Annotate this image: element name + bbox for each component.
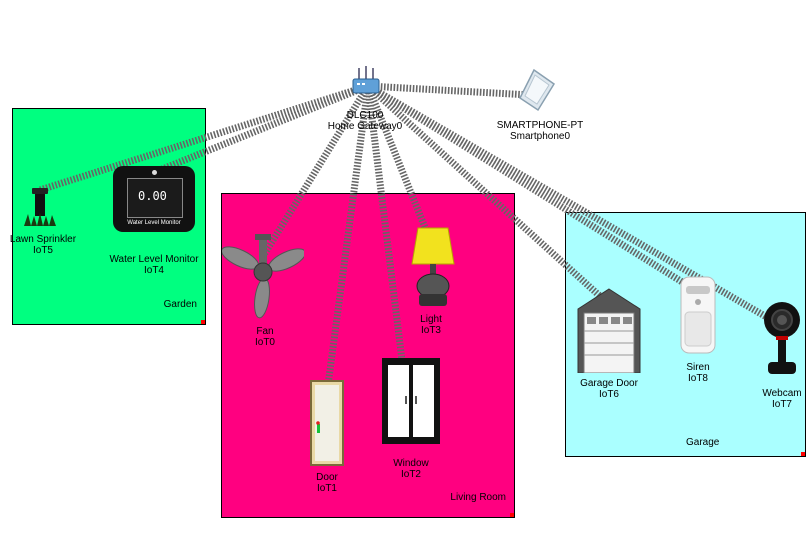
zone-living-room-label: Living Room (450, 492, 506, 503)
device-type-label: Fan (256, 326, 274, 337)
fan-icon (221, 234, 306, 319)
device-type-label: Door (316, 472, 338, 483)
smartphone[interactable] (518, 68, 558, 112)
light-label: Light IoT3 (376, 314, 486, 336)
device-type-label: Webcam (762, 388, 802, 399)
sprinkler-icon (24, 188, 56, 226)
door[interactable] (310, 380, 344, 466)
window-label: Window IoT2 (356, 458, 466, 480)
link-gateway-sprinkler (38, 82, 370, 194)
garage-door-label: Garage Door IoT6 (554, 378, 664, 400)
zone-garage-label: Garage (686, 437, 720, 448)
siren-icon (680, 276, 716, 354)
link-gateway-window (364, 85, 406, 361)
device-type-label: Garage Door (580, 378, 638, 389)
home-gateway[interactable] (349, 66, 383, 100)
link-gateway-water-monitor (158, 82, 370, 174)
device-name-label: IoT7 (771, 399, 792, 410)
webcam[interactable] (762, 300, 802, 376)
water-level-monitor[interactable]: 0.00 Water Level Monitor (113, 166, 195, 232)
lawn-sprinkler[interactable] (22, 186, 58, 228)
link-gateway-garage-door (365, 83, 605, 301)
device-name-label: Smartphone0 (509, 131, 571, 142)
garage-door[interactable] (576, 287, 642, 374)
smartphone-icon (519, 68, 556, 112)
monitor-body: 0.00 Water Level Monitor (113, 166, 195, 232)
link-gateway-light (364, 84, 434, 242)
device-name-label: IoT1 (316, 483, 337, 494)
zone-resize-handle[interactable] (510, 513, 514, 517)
device-type-label: Lawn Sprinkler (9, 234, 77, 245)
device-name-label: IoT6 (598, 389, 619, 400)
device-name-label: IoT0 (254, 337, 275, 348)
device-type-label: DLC100 (346, 110, 384, 121)
device-name-label: IoT4 (143, 265, 164, 276)
smartphone-label: SMARTPHONE-PT Smartphone0 (485, 120, 595, 142)
home-gateway-label: DLC100 Home Gateway0 (310, 110, 420, 132)
link-gateway-smartphone (367, 82, 531, 99)
fan-label: Fan IoT0 (210, 326, 320, 348)
link-gateway-door (324, 85, 372, 386)
siren-label: Siren IoT8 (643, 362, 753, 384)
device-name-label: IoT3 (420, 325, 441, 336)
device-type-label: Water Level Monitor (109, 254, 199, 265)
device-type-label: SMARTPHONE-PT (496, 120, 584, 131)
lamp-icon (411, 227, 455, 306)
device-type-label: Light (420, 314, 442, 325)
zone-resize-handle[interactable] (801, 452, 805, 456)
lamp[interactable] (410, 224, 456, 308)
window-icon (382, 358, 440, 444)
zone-living-room[interactable]: Living Room (221, 193, 515, 518)
webcam-label: Webcam IoT7 (727, 388, 806, 410)
device-name-label: IoT5 (32, 245, 53, 256)
door-label: Door IoT1 (272, 472, 382, 494)
water-level-monitor-label: Water Level Monitor IoT4 (99, 254, 209, 276)
device-type-label: Siren (686, 362, 710, 373)
lawn-sprinkler-label: Lawn Sprinkler IoT5 (0, 234, 98, 256)
zone-garden-label: Garden (163, 299, 197, 310)
window[interactable] (382, 358, 440, 444)
webcam-icon (764, 302, 800, 374)
device-name-label: IoT8 (687, 373, 708, 384)
door-icon (310, 380, 344, 466)
monitor-screen: 0.00 (127, 178, 183, 218)
sensor-dot-icon (152, 170, 157, 175)
ceiling-fan[interactable] (221, 234, 306, 320)
device-name-label: Home Gateway0 (327, 121, 403, 132)
device-type-label: Window (393, 458, 429, 469)
monitor-panel-text: Water Level Monitor (127, 220, 181, 226)
router-icon (352, 66, 380, 94)
siren[interactable] (680, 276, 716, 354)
device-name-label: IoT2 (400, 469, 421, 480)
zone-resize-handle[interactable] (201, 320, 205, 324)
water-level-reading: 0.00 (138, 189, 167, 203)
garage-door-icon (577, 288, 641, 374)
